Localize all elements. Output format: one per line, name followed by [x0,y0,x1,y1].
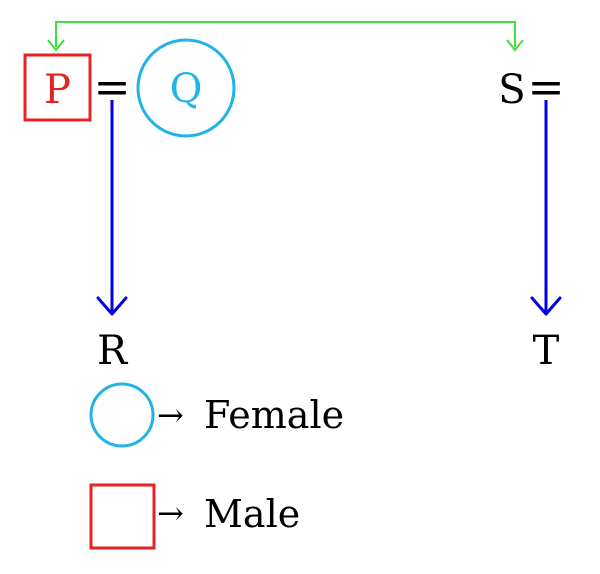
legend-male-label: Male [204,492,300,536]
node-q: Q [136,38,236,138]
descent-arrowhead-t [530,296,562,316]
node-q-label: Q [170,66,203,112]
legend-male: → Male [89,483,300,550]
legend-female-label: Female [204,393,344,437]
legend: → Female → Male [89,382,344,550]
descent-arrow-s-to-t [530,100,562,316]
descent-arrow-pq-to-r [96,100,128,316]
node-r-label: R [97,328,129,374]
node-s-label: S [498,67,525,113]
sibling-link [47,21,524,52]
node-s: S [498,67,525,113]
descent-arrowhead-r [96,296,128,316]
sibling-arrowhead-s [506,39,524,52]
legend-male-square [89,483,156,550]
legend-male-arrow: → [157,494,184,532]
node-q-female-circle [136,38,236,138]
sibling-link-line [55,21,516,47]
node-p-male-square [23,53,92,122]
legend-female-circle [89,382,155,448]
sibling-arrowhead-p [47,39,65,52]
legend-female: → Female [89,382,344,448]
legend-female-arrow: → [157,396,184,434]
node-p: P [23,53,92,122]
node-p-label: P [44,67,71,113]
node-t-label: T [533,328,560,374]
